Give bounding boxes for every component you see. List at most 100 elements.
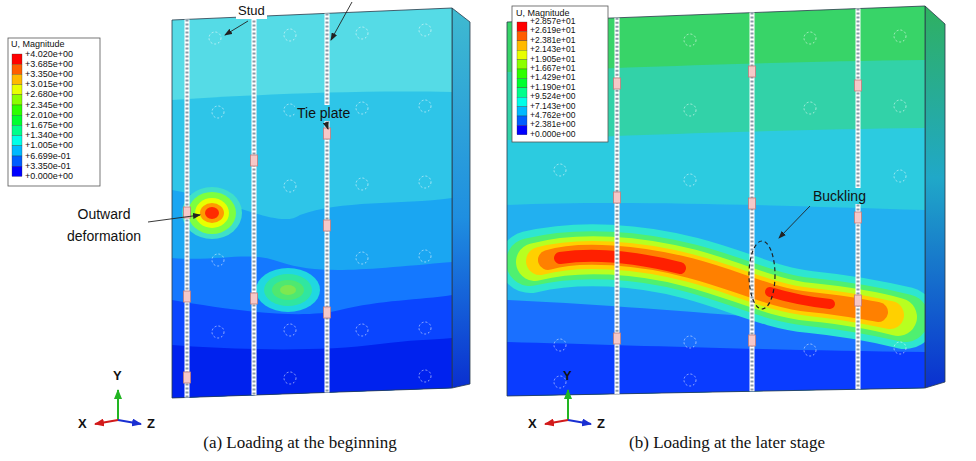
displacement-contour [507,203,925,400]
displacement-contour [530,255,905,318]
tie-plate [855,80,862,91]
axis-label: Y [563,369,572,384]
axis-triad [568,420,591,424]
stud-line [750,13,755,392]
bolt-circle [356,102,368,114]
legend-box [517,97,527,106]
tie-plate [251,155,258,166]
legend-value: +2.345e+00 [25,100,73,110]
stud-line [185,19,190,397]
displacement-contour [172,92,452,400]
bolt-circle [356,324,368,336]
bolt-circle [419,250,431,262]
axis-label: X [78,417,87,432]
legend-box [512,6,608,142]
legend-value: +1.905e+01 [530,55,575,65]
leader-line [326,123,328,129]
buckling-ellipse [749,241,775,309]
displacement-contour [540,255,890,315]
stud-line [615,18,620,394]
bolt-circle [894,100,906,112]
bolt-circle [804,344,816,356]
legend-value: +2.143e+01 [530,45,575,55]
axis-triad [545,390,591,424]
tie-plate [324,307,331,318]
axis-label: X [528,417,537,432]
legend-value: +6.699e-01 [25,151,71,161]
legend-title: U, Magnitude [11,39,65,49]
axis-triad [95,390,141,424]
leader-line [331,2,352,40]
stud-line [252,17,257,396]
legend-value: +2.857e+01 [530,17,575,27]
legend-value: +2.010e+00 [25,110,73,120]
tie-plate [614,192,621,203]
wall-side-face [925,6,945,388]
tie-plate [749,335,756,346]
legend-box [517,41,527,50]
wall-side-face [452,8,470,388]
tie-plate [324,128,331,139]
axis-triad [117,390,119,420]
tie-plate [184,128,331,383]
legend-box [12,74,22,84]
tie-plate [855,295,862,306]
displacement-contour [507,60,925,400]
legend-box [517,22,527,31]
legend-box [517,78,527,87]
legend-value: +4.762e+00 [530,111,575,121]
bolt-circle [209,32,221,44]
legend-value: +7.143e+00 [530,102,575,112]
bolt-circle [212,106,224,118]
wall-side-face [452,8,470,388]
displacement-contour [172,190,452,400]
legend-box [8,38,100,186]
bolt-circle [419,322,431,334]
wall-outline [172,8,452,398]
legend-box [517,60,527,69]
bolt-circle [419,100,431,112]
displacement-contour [195,198,229,228]
displacement-contour [548,255,878,312]
axis-label: Z [147,417,155,432]
subfigure-caption: (b) Loading at the later stage [629,433,825,453]
legend-box [12,156,22,166]
legend-value: +9.524e+00 [530,92,575,102]
callout-label: Stud [236,4,267,19]
axis-triad [545,420,568,424]
bolt-circle [356,178,368,190]
wall-outline [172,8,452,398]
bolt-circle [284,372,296,384]
legend-value: +1.667e+01 [530,64,575,74]
leader-line [779,206,810,238]
leader-line [148,215,200,222]
legend-box [12,136,22,146]
displacement-contour [272,280,304,300]
legend-value: +3.350e+00 [25,69,73,79]
legend-value: +3.685e+00 [25,59,73,69]
tie-plate [614,333,621,344]
tie-plate [324,220,331,231]
wall-outline [507,6,925,396]
callout-label: Tie plate [295,105,352,121]
bolt-circle [554,164,566,176]
displacement-contour [188,192,236,234]
displacement-contour [535,255,898,317]
buckling-ellipse [749,241,775,309]
legend-box [517,22,527,135]
displacement-contour [530,255,905,318]
legend-box [12,146,22,156]
legend-box [517,116,527,125]
legend-box [517,125,527,134]
tie-plate [749,198,756,209]
bolt-circle [684,336,696,348]
bolt-circle [804,32,816,44]
tie-plate [184,372,191,383]
displacement-contour [507,342,925,400]
legend-value: +1.005e+00 [25,140,73,150]
legend-value: +1.429e+01 [530,73,575,83]
bolt-circle [212,254,224,266]
wall-side-face [925,6,945,388]
displacement-contour [256,268,320,312]
